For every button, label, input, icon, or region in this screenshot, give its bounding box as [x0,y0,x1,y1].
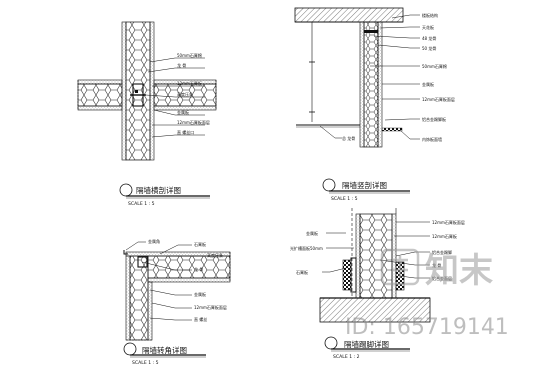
detail-2-leaders [319,14,420,140]
detail-1-title-circle [119,183,133,197]
detail-1-caption: 隔墙横剖详图 [136,185,181,195]
detail-1-label-1: 50mm石膏棉 [177,52,202,58]
detail-2-label-7: 12mm石膏板面层 [422,96,455,102]
detail-3-wall-horizontal [125,251,231,283]
detail-1-leaders [145,57,205,138]
detail-1: 50mm石膏棉 龙 骨 12mm石膏板 高度压条 金属板 12mm石膏板面层 直… [77,21,217,207]
detail-2-label-1: 楼板结构 [422,12,438,18]
detail-1-label-5: 金属板 [177,109,189,115]
detail-3: 金属角 石膏板 高度压条 龙 骨 金属板 12mm石膏板面层 直 螺丝 隔墙转角… [123,238,231,366]
detail-1-label-3: 12mm石膏板 [177,80,202,86]
detail-1-label-2: 龙 骨 [177,62,186,68]
detail-2-wall [359,21,403,148]
detail-3-label-6: 12mm石膏板面层 [194,304,227,310]
detail-1-label-6: 12mm石膏板面层 [177,119,210,125]
detail-4-label-2: 金属板 [306,230,318,236]
detail-2-title-block: 隔墙竖剖详图 SCALE 1 : 5 [322,178,410,202]
detail-3-label-5: 金属板 [194,291,206,297]
detail-1-label-7: 直 螺丝口 [177,129,194,135]
detail-3-wall-vertical [125,255,153,341]
detail-4-label-3: 光扩槽面板50mm [290,245,323,251]
detail-1-studs [130,83,146,107]
detail-2-scale: SCALE 1 : 5 [331,196,358,202]
detail-3-title-circle [123,342,137,356]
detail-3-label-2: 石膏板 [194,241,206,247]
detail-3-title-block: 隔墙转角详图 SCALE 1 : 5 [123,342,206,366]
detail-2-label-4: 50 龙骨 [422,45,436,51]
detail-3-label-7: 直 螺丝 [194,316,207,322]
detail-4-leaders [322,221,430,279]
detail-4-caption: 隔墙踢脚详图 [344,339,389,349]
detail-2-label-9: 总 龙骨 [342,135,355,141]
detail-2-label-3: 48 龙骨 [422,35,436,41]
detail-3-label-3: 高度压条 [207,252,223,258]
detail-2-label-6: 金属板 [422,81,434,87]
detail-1-labels: 50mm石膏棉 龙 骨 12mm石膏板 高度压条 金属板 12mm石膏板面层 直… [177,52,210,135]
detail-4-label-5: 铝合金踢脚 [432,249,452,255]
detail-4-scale: SCALE 1 : 2 [333,354,360,360]
detail-4-title-circle [324,336,338,350]
detail-4-title-block: 隔墙踢脚详图 SCALE 1 : 2 [324,336,410,360]
detail-3-caption: 隔墙转角详图 [142,345,187,355]
detail-4-labels: 12mm石膏板面层 金属板 光扩槽面板50mm 12mm石膏板 铝合金踢脚 石膏… [290,219,465,281]
watermark: 知末 ID: 165719141 [345,248,509,340]
detail-2-label-10: 内饰板面墙 [422,136,442,142]
detail-3-label-1: 金属角 [148,238,160,244]
detail-3-labels: 金属角 石膏板 高度压条 龙 骨 金属板 12mm石膏板面层 直 螺丝 [148,238,227,322]
detail-1-title-block: 隔墙横剖详图 SCALE 1 : 5 [119,183,210,207]
detail-1-label-4: 高度压条 [177,91,193,97]
detail-4-label-4: 12mm石膏板 [432,233,457,239]
detail-2-caption: 隔墙竖剖详图 [342,180,387,190]
detail-2-label-2: 天花板 [422,24,434,30]
detail-4-label-1: 12mm石膏板面层 [432,219,465,225]
detail-3-leaders [125,241,205,321]
detail-4-label-8: 铝合金面层 [432,275,452,281]
detail-2-label-5: 50mm石膏棉 [422,63,447,69]
watermark-logo-text: 知末 [425,251,493,291]
detail-2-ceiling-hanger [296,22,360,128]
detail-2-title-circle [322,178,336,192]
detail-1-scale: SCALE 1 : 5 [128,201,155,207]
detail-3-corner-stud [123,250,148,268]
detail-3-scale: SCALE 1 : 5 [132,360,159,366]
detail-3-label-4: 龙 骨 [194,266,203,272]
watermark-id: ID: 165719141 [345,315,509,340]
detail-4-floor [319,297,431,323]
watermark-logo-icon [380,248,420,286]
detail-4-label-6: 石膏板 [296,269,308,275]
detail-2-slab [294,7,404,23]
detail-2-labels: 楼板结构 天花板 48 龙骨 50 龙骨 50mm石膏棉 金属板 12mm石膏板… [342,12,455,142]
detail-2-label-8: 铝合金踢脚板 [422,116,446,122]
detail-2: 楼板结构 天花板 48 龙骨 50 龙骨 50mm石膏棉 金属板 12mm石膏板… [294,7,455,202]
detail-1-wall-horizontal [77,79,217,111]
detail-4-label-7: 龙 骨 [432,262,441,268]
